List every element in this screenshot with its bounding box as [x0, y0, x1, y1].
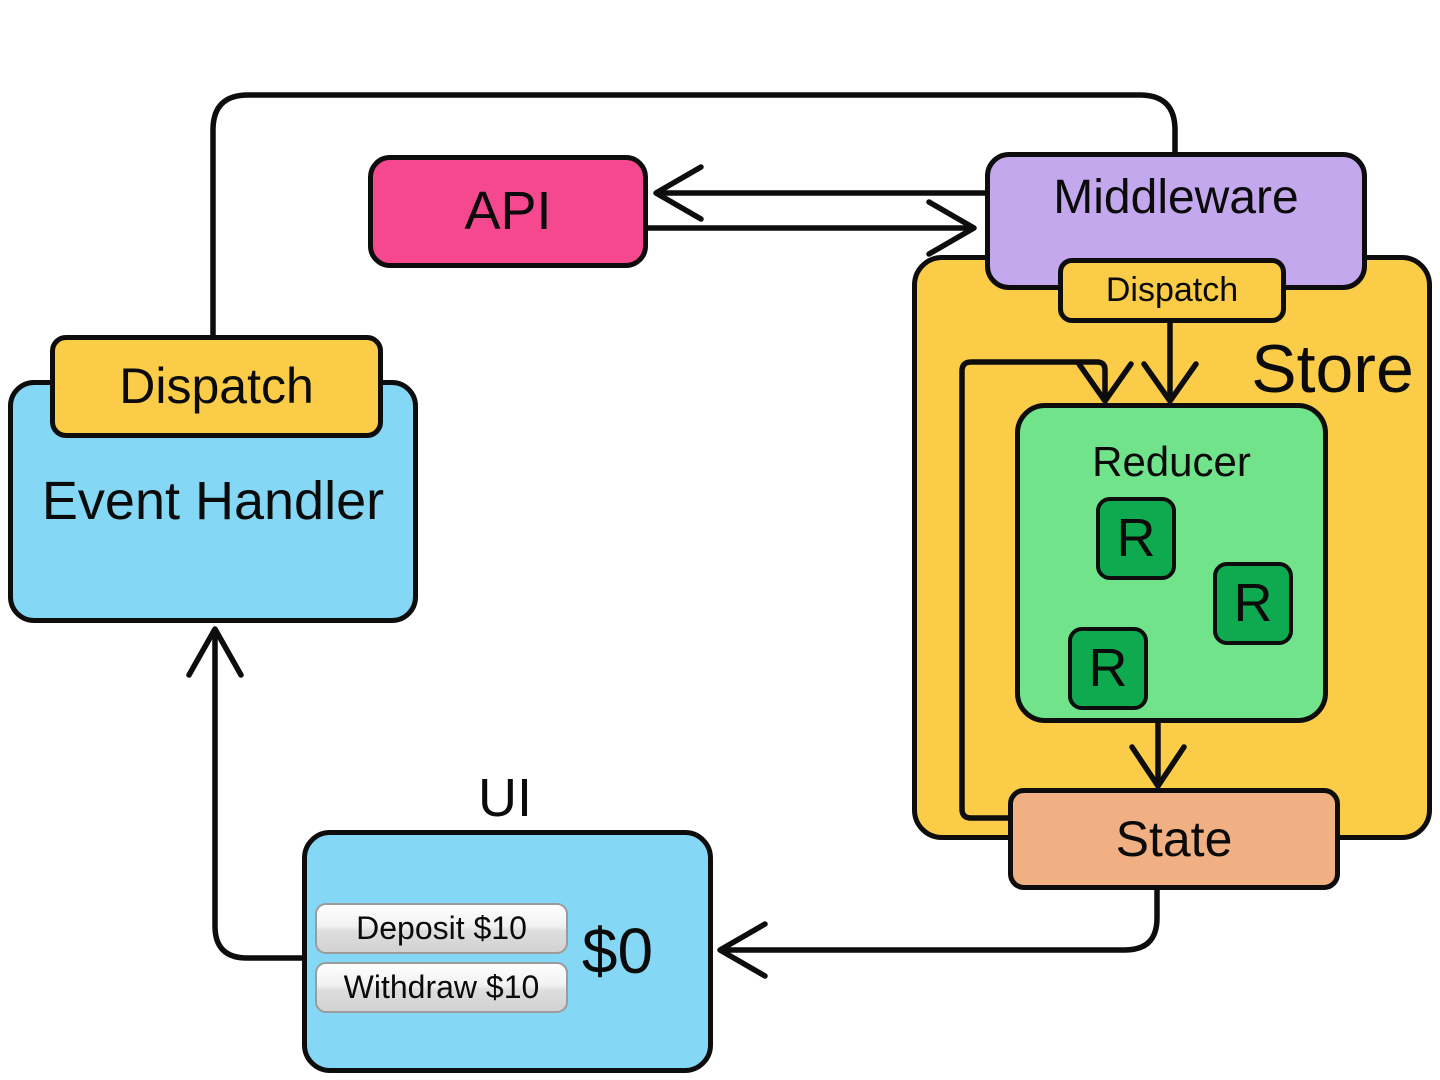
store-dispatch-label: Dispatch [1105, 270, 1239, 309]
arrow-store-dispatch-to-reducer [1141, 320, 1199, 404]
reducer-r-block: R [1213, 562, 1293, 645]
api-label: API [464, 181, 552, 242]
state-label: State [1115, 810, 1233, 867]
arrow-ui-to-event-handler [186, 626, 309, 961]
api-node: API [368, 155, 648, 268]
reducer-r-label: R [1116, 508, 1156, 569]
balance-value: $0 [581, 914, 654, 987]
reducer-r-label: R [1233, 573, 1273, 634]
event-handler-dispatch-node: Dispatch [50, 335, 383, 438]
reducer-r-block: R [1096, 497, 1176, 580]
store-label: Store [1251, 331, 1414, 407]
arrow-middleware-to-api [653, 164, 988, 222]
ui-label: UI [478, 768, 532, 828]
deposit-button[interactable]: Deposit $10 [315, 903, 568, 954]
reducer-label: Reducer [1092, 438, 1251, 485]
connector-state-to-reducer-loop [959, 359, 1134, 821]
connector-dispatch-to-middleware [210, 92, 1178, 343]
event-handler-node: Event Handler [8, 380, 418, 623]
store-dispatch-node: Dispatch [1058, 258, 1286, 323]
arrow-api-to-middleware [645, 199, 977, 257]
event-handler-dispatch-label: Dispatch [119, 358, 314, 415]
event-handler-label: Event Handler [41, 471, 385, 532]
arrow-state-to-ui [717, 887, 1160, 979]
reducer-r-label: R [1088, 638, 1128, 699]
middleware-label: Middleware [1053, 171, 1299, 224]
reducer-r-block: R [1068, 627, 1148, 710]
state-node: State [1008, 788, 1340, 890]
withdraw-button[interactable]: Withdraw $10 [315, 962, 568, 1013]
arrow-reducer-to-state [1129, 720, 1187, 789]
